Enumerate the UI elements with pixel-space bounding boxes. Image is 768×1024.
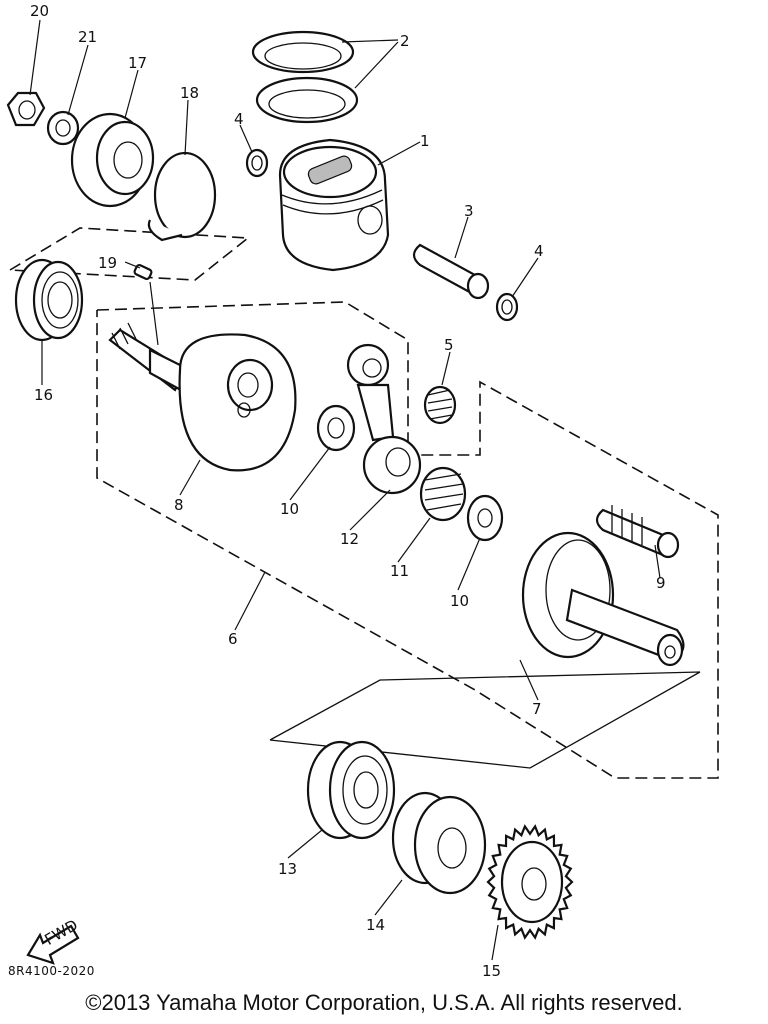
piston-pin-part-3 xyxy=(412,243,490,300)
callout-2: 2 xyxy=(400,32,410,50)
piston-rings-part-2 xyxy=(251,30,359,124)
crank-pin-part-9 xyxy=(595,505,680,559)
callout-7: 7 xyxy=(532,700,542,718)
callout-19: 19 xyxy=(98,254,117,272)
callout-17: 17 xyxy=(128,54,147,72)
callout-15: 15 xyxy=(482,962,501,980)
callout-4-lower: 4 xyxy=(534,242,544,260)
crankshaft-assembly-outline xyxy=(96,301,719,779)
crank-left-part-8 xyxy=(108,322,297,472)
callout-10-right: 10 xyxy=(450,592,469,610)
piston-part-1 xyxy=(278,138,390,272)
callout-3: 3 xyxy=(464,202,474,220)
drawing-code: 8R4100-2020 xyxy=(8,964,95,978)
oil-seal-part-17 xyxy=(70,112,155,208)
callout-8: 8 xyxy=(174,496,184,514)
callout-18: 18 xyxy=(180,84,199,102)
spacer-part-14 xyxy=(391,791,487,895)
callout-21: 21 xyxy=(78,28,97,46)
circlip-part-4a xyxy=(245,148,269,178)
washer-part-21 xyxy=(46,110,80,146)
bearing-part-13 xyxy=(306,740,396,840)
callout-5: 5 xyxy=(444,336,454,354)
washer-part-10a xyxy=(316,404,356,452)
callout-9: 9 xyxy=(656,574,666,592)
leader-lines xyxy=(29,19,661,961)
callout-13: 13 xyxy=(278,860,297,878)
callout-14: 14 xyxy=(366,916,385,934)
callout-10-left: 10 xyxy=(280,500,299,518)
gear-part-15 xyxy=(486,824,574,940)
nut-part-20 xyxy=(6,91,46,127)
callout-16: 16 xyxy=(34,386,53,404)
callout-6: 6 xyxy=(228,630,238,648)
key-part-19 xyxy=(133,263,153,281)
connecting-rod-part-12 xyxy=(346,343,422,495)
callout-1: 1 xyxy=(420,132,430,150)
bearing-group-outline-left xyxy=(9,227,251,281)
callout-4-upper: 4 xyxy=(234,110,244,128)
callout-12: 12 xyxy=(340,530,359,548)
callout-20: 20 xyxy=(30,2,49,20)
bearing-part-16 xyxy=(14,258,84,342)
collar-part-18 xyxy=(147,151,217,242)
callout-11: 11 xyxy=(390,562,409,580)
copyright-notice: ©2013 Yamaha Motor Corporation, U.S.A. A… xyxy=(85,990,683,1015)
needle-bearing-part-11 xyxy=(419,466,467,522)
circlip-part-4b xyxy=(495,292,519,322)
callout-numbers: 20 21 17 18 2 4 1 3 4 19 16 5 8 10 12 11… xyxy=(30,2,666,980)
washer-part-10b xyxy=(466,494,504,542)
needle-bearing-part-5 xyxy=(423,385,457,425)
forward-arrow-icon: FWD xyxy=(26,916,81,965)
crank-right-part-7 xyxy=(521,531,685,667)
bearing-group-outline-lower xyxy=(269,671,701,769)
